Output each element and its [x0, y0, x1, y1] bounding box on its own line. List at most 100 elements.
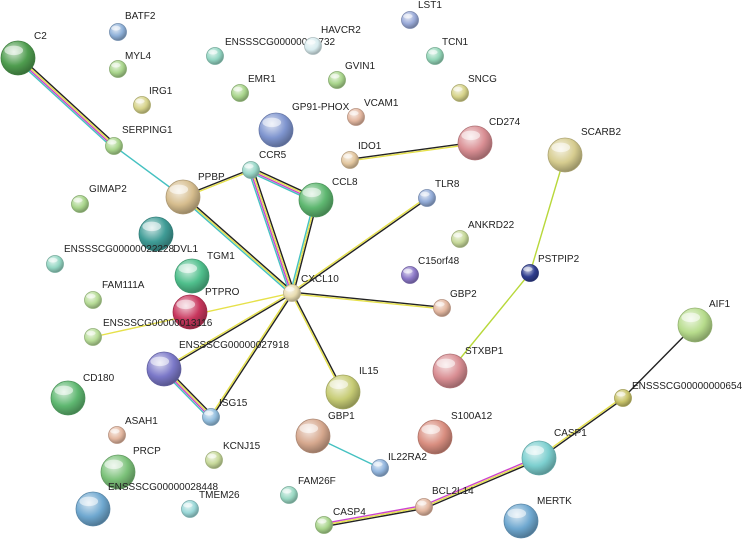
node-tgm1[interactable]: TGM1	[174, 251, 235, 294]
protein-sphere[interactable]	[521, 440, 557, 476]
protein-sphere[interactable]	[451, 230, 469, 248]
protein-sphere[interactable]	[432, 353, 468, 389]
protein-sphere[interactable]	[231, 84, 249, 102]
node-tlr8[interactable]: TLR8	[418, 179, 460, 207]
protein-sphere[interactable]	[84, 291, 102, 309]
protein-sphere[interactable]	[677, 307, 713, 343]
protein-sphere[interactable]	[315, 516, 333, 534]
node-isg15[interactable]: ISG15	[202, 398, 248, 426]
node-ido1[interactable]: IDO1	[341, 141, 382, 169]
node-scarb2[interactable]: SCARB2	[547, 127, 621, 173]
node-dvl1[interactable]: DVL1	[138, 216, 198, 255]
protein-sphere[interactable]	[71, 195, 89, 213]
node-ppbp[interactable]: PPBP	[165, 172, 225, 215]
protein-sphere[interactable]	[304, 37, 322, 55]
node-bcl2l14[interactable]: BCL2L14	[415, 486, 475, 516]
protein-sphere[interactable]	[109, 23, 127, 41]
protein-sphere[interactable]	[205, 451, 223, 469]
protein-sphere[interactable]	[547, 137, 583, 173]
protein-sphere[interactable]	[181, 500, 199, 518]
protein-sphere[interactable]	[84, 328, 102, 346]
node-stxbp1[interactable]: STXBP1	[432, 346, 504, 389]
node-aif1[interactable]: AIF1	[677, 299, 731, 343]
protein-sphere[interactable]	[75, 491, 111, 527]
node-myl4[interactable]: MYL4	[109, 51, 152, 78]
node-irg1[interactable]: IRG1	[133, 86, 173, 114]
protein-sphere[interactable]	[371, 459, 389, 477]
node-gvin1[interactable]: GVIN1	[328, 61, 376, 89]
node-tcn1[interactable]: TCN1	[426, 37, 469, 65]
protein-sphere[interactable]	[418, 189, 436, 207]
protein-sphere[interactable]	[105, 137, 123, 155]
protein-sphere[interactable]	[0, 40, 36, 76]
node-asah1[interactable]: ASAH1	[108, 416, 159, 444]
protein-sphere[interactable]	[451, 84, 469, 102]
protein-sphere[interactable]	[347, 108, 365, 126]
node-ccr5[interactable]: CCR5	[242, 150, 287, 179]
node-serping1[interactable]: SERPING1	[105, 125, 174, 155]
node-enssscg00000013116[interactable]: ENSSSCG00000013116	[84, 318, 213, 346]
node-gbp2[interactable]: GBP2	[433, 289, 478, 317]
node-enssscg00000027918[interactable]: ENSSSCG00000027918	[146, 340, 290, 387]
node-fam111a[interactable]: FAM111A	[84, 280, 145, 309]
node-prcp[interactable]: PRCP	[100, 446, 161, 490]
protein-sphere[interactable]	[426, 47, 444, 65]
protein-sphere[interactable]	[258, 112, 294, 148]
node-enssscg00000022228[interactable]: ENSSSCG00000022228	[46, 244, 175, 273]
node-sncg[interactable]: SNCG	[451, 74, 498, 102]
node-cxcl10[interactable]: CXCL10	[283, 274, 340, 302]
node-ankrd22[interactable]: ANKRD22	[451, 220, 515, 248]
protein-sphere[interactable]	[165, 179, 201, 215]
protein-sphere[interactable]	[433, 299, 451, 317]
node-vcam1[interactable]: VCAM1	[347, 98, 399, 126]
node-lst1[interactable]: LST1	[401, 0, 443, 29]
protein-sphere[interactable]	[401, 266, 419, 284]
node-havcr2[interactable]: HAVCR2	[304, 25, 362, 55]
protein-sphere[interactable]	[280, 486, 298, 504]
protein-sphere[interactable]	[295, 418, 331, 454]
node-ptpro[interactable]: PTPRO	[172, 287, 240, 330]
node-s100a12[interactable]: S100A12	[417, 411, 493, 455]
node-casp1[interactable]: CASP1	[521, 428, 587, 476]
node-il22ra2[interactable]: IL22RA2	[371, 452, 428, 477]
node-c15orf48[interactable]: C15orf48	[401, 256, 460, 284]
protein-sphere[interactable]	[46, 255, 64, 273]
protein-sphere[interactable]	[206, 47, 224, 65]
node-ccl8[interactable]: CCL8	[298, 177, 358, 218]
protein-sphere[interactable]	[325, 374, 361, 410]
protein-sphere[interactable]	[108, 426, 126, 444]
protein-sphere[interactable]	[50, 380, 86, 416]
node-pstpip2[interactable]: PSTPIP2	[521, 254, 580, 282]
node-enssscg00000028448[interactable]: ENSSSCG00000028448	[75, 482, 219, 527]
protein-sphere[interactable]	[614, 389, 632, 407]
protein-sphere[interactable]	[341, 151, 359, 169]
protein-sphere[interactable]	[242, 161, 260, 179]
node-kcnj15[interactable]: KCNJ15	[205, 441, 261, 469]
protein-sphere[interactable]	[109, 60, 127, 78]
node-batf2[interactable]: BATF2	[109, 11, 156, 41]
protein-sphere[interactable]	[417, 419, 453, 455]
protein-sphere[interactable]	[401, 11, 419, 29]
protein-sphere[interactable]	[415, 498, 433, 516]
node-il15[interactable]: IL15	[325, 366, 379, 410]
protein-sphere[interactable]	[457, 125, 493, 161]
protein-sphere[interactable]	[503, 503, 539, 539]
node-cd180[interactable]: CD180	[50, 373, 115, 416]
protein-sphere[interactable]	[146, 351, 182, 387]
protein-sphere[interactable]	[133, 96, 151, 114]
node-enssscg00000022732[interactable]: ENSSSCG00000022732	[206, 37, 336, 65]
node-gp91-phox[interactable]: GP91-PHOX	[258, 102, 350, 148]
protein-sphere[interactable]	[328, 71, 346, 89]
protein-sphere[interactable]	[283, 284, 301, 302]
node-enssscg00000000654[interactable]: ENSSSCG00000000654	[614, 381, 743, 407]
node-mertk[interactable]: MERTK	[503, 496, 572, 539]
protein-sphere[interactable]	[202, 408, 220, 426]
node-gimap2[interactable]: GIMAP2	[71, 184, 128, 213]
node-fam26f[interactable]: FAM26F	[280, 476, 336, 504]
node-c2[interactable]: C2	[0, 31, 47, 76]
node-casp4[interactable]: CASP4	[315, 507, 367, 534]
node-tmem26[interactable]: TMEM26	[181, 490, 241, 518]
node-emr1[interactable]: EMR1	[231, 74, 277, 102]
protein-sphere[interactable]	[521, 264, 539, 282]
protein-sphere[interactable]	[174, 258, 210, 294]
